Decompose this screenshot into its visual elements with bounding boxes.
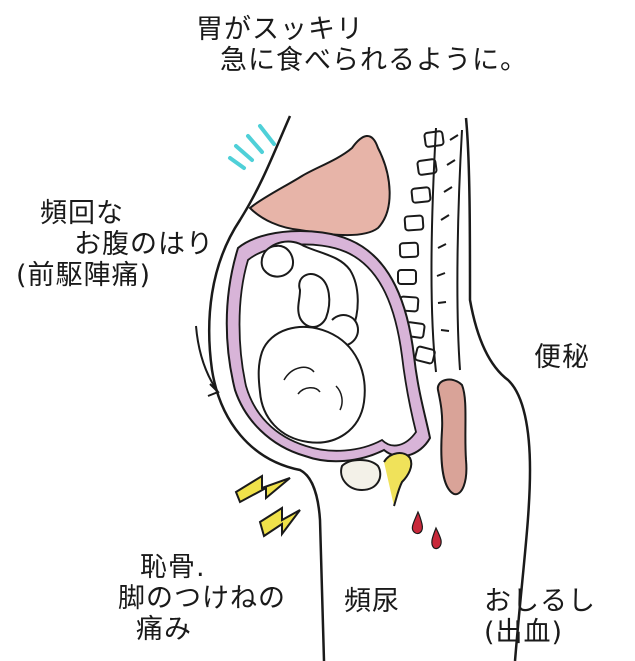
bloody-show-label: おしるし (出血)	[484, 586, 596, 648]
contraction-arrow-icon	[196, 326, 218, 396]
stomach-label-line2: 急に食べられるように。	[220, 45, 528, 76]
stomach-relief-label: 胃がスッキリ 急に食べられるように。	[196, 14, 528, 76]
pain-lightning-icon-2	[260, 508, 300, 536]
blood-drop-icon	[412, 512, 422, 534]
constipation-label-text: 便秘	[534, 342, 590, 373]
braxton-label-line1: 頻回な	[40, 198, 214, 229]
bloody-show-line2: (出血)	[484, 617, 596, 648]
constipation-label: 便秘	[534, 342, 590, 373]
bloody-show-line1: おしるし	[484, 586, 596, 617]
back-outline	[466, 118, 530, 661]
frequent-urination-label: 頻尿	[344, 586, 400, 617]
frequent-urination-text: 頻尿	[344, 586, 400, 617]
pubic-pain-line2: 脚のつけねの	[118, 583, 286, 614]
braxton-label-line2: お腹のはり	[74, 229, 214, 260]
blood-drop-icon-2	[432, 528, 441, 549]
stomach-label-line1: 胃がスッキリ	[196, 14, 528, 45]
movement-lines-icon	[230, 126, 274, 168]
fetus	[259, 242, 365, 443]
braxton-label-line3: (前駆陣痛)	[16, 260, 214, 291]
braxton-hicks-label: 頻回な お腹のはり (前駆陣痛)	[40, 198, 214, 291]
pubic-pain-line1: 恥骨.	[140, 552, 286, 583]
urethra	[384, 453, 411, 506]
pain-lightning-icon	[236, 476, 290, 502]
pubic-pain-label: 恥骨. 脚のつけねの 痛み	[118, 552, 286, 645]
bladder	[341, 460, 380, 490]
rectum	[438, 380, 467, 495]
stomach	[250, 136, 390, 235]
pubic-pain-line3: 痛み	[136, 614, 286, 645]
